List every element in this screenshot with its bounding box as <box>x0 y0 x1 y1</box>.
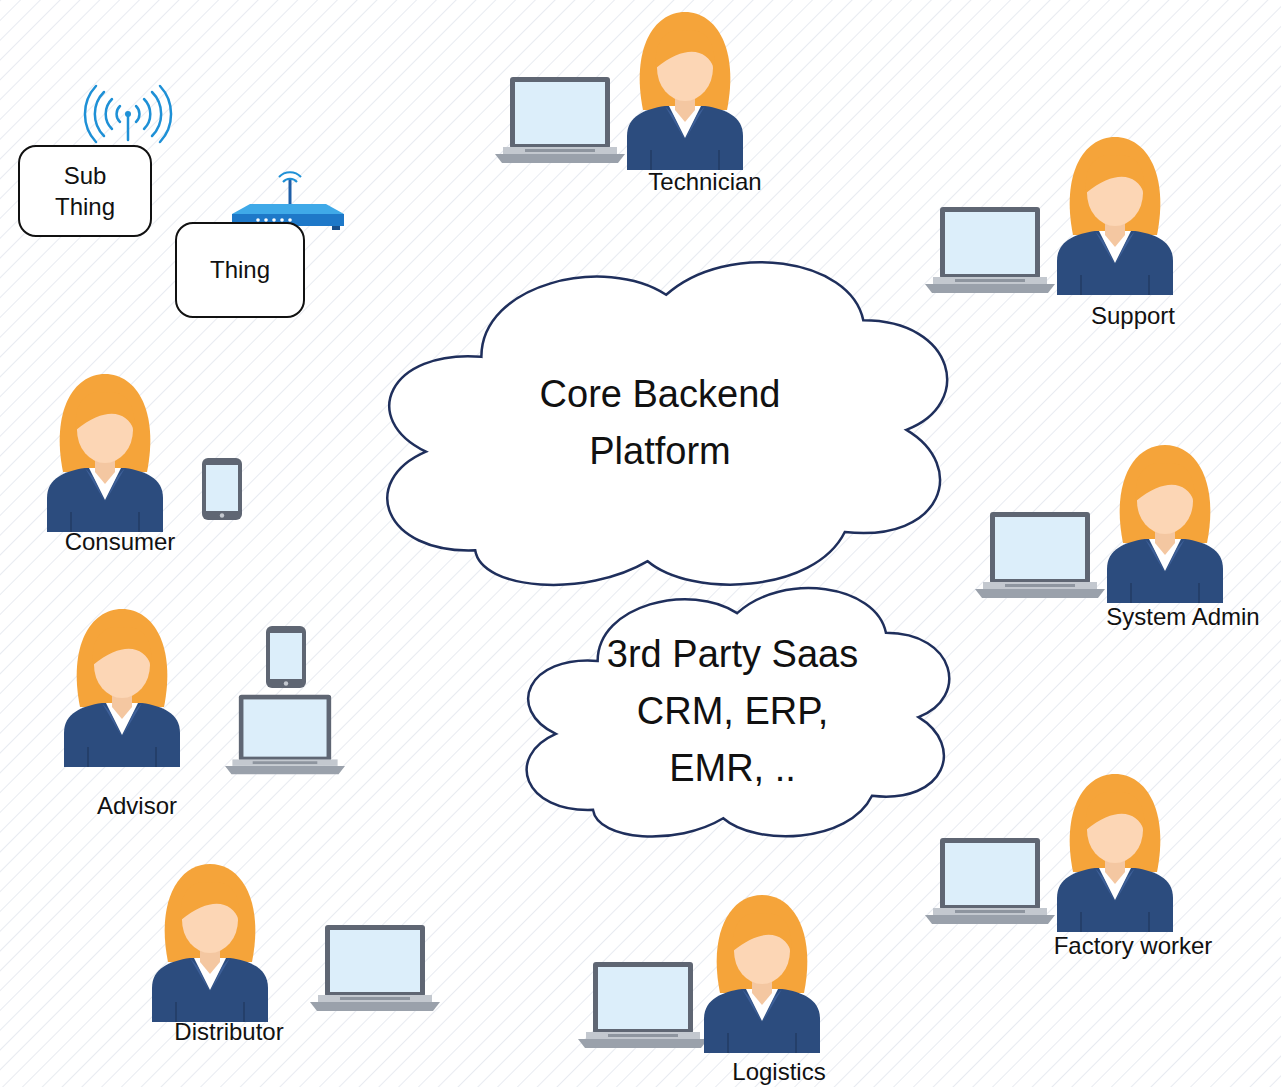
role-label: Logistics <box>732 1058 825 1086</box>
role-label: Distributor <box>174 1018 283 1046</box>
role-label: Support <box>1091 302 1175 330</box>
box-text: Thing <box>210 254 270 285</box>
role-label: Technician <box>648 168 761 196</box>
cloud-text: 3rd Party Saas CRM, ERP, EMR, .. <box>598 626 868 797</box>
box-text: Sub Thing <box>55 160 115 222</box>
wifi-icon <box>85 86 171 142</box>
device-box: Sub Thing <box>18 145 152 237</box>
cloud-outline <box>352 240 968 605</box>
role-label: System Admin <box>1106 603 1259 631</box>
device-box: Thing <box>175 222 305 318</box>
cloud-text: Core Backend Platform <box>510 366 810 480</box>
role-label: Advisor <box>97 792 177 820</box>
platform-cloud: Core Backend Platform <box>352 240 968 605</box>
role-label: Consumer <box>65 528 176 556</box>
saas-cloud: 3rd Party Saas CRM, ERP, EMR, .. <box>500 571 965 852</box>
role-label: Factory worker <box>1054 932 1213 960</box>
people <box>47 12 1223 1053</box>
